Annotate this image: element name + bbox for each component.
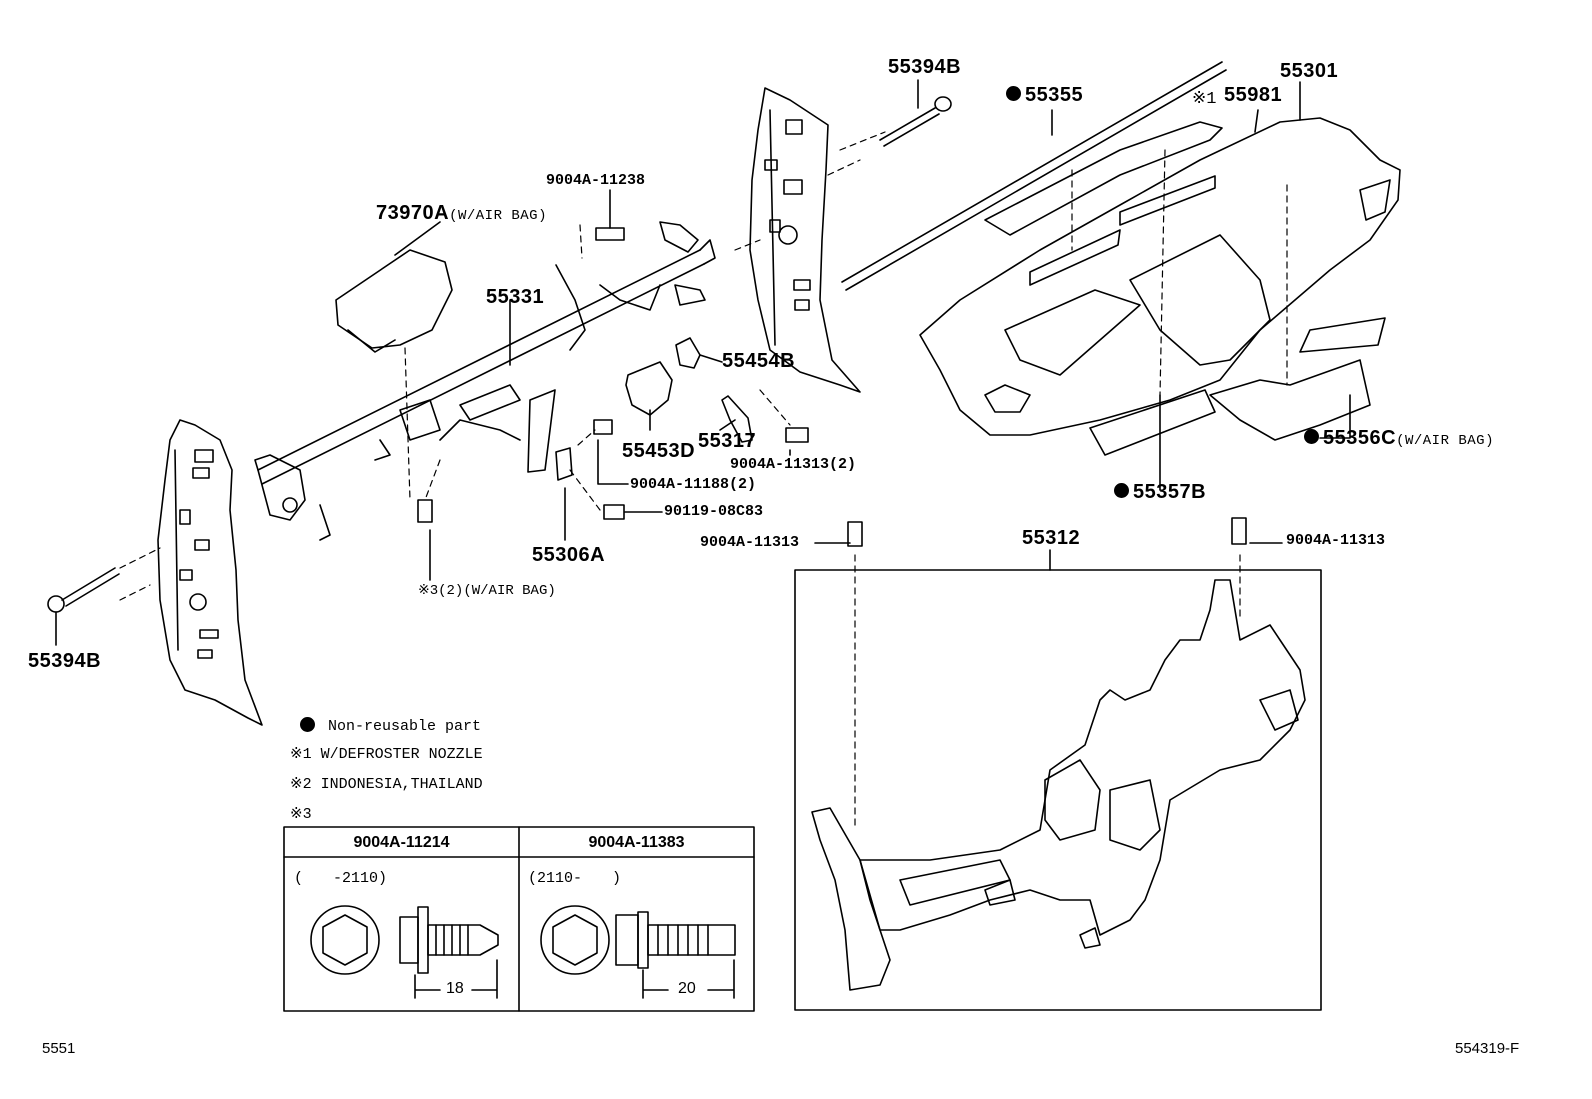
label-55394B-top: 55394B — [888, 56, 961, 79]
label-note3-bolt: ※3(2)(W/AIR BAG) — [418, 582, 556, 599]
lower-panel-55312 — [812, 580, 1305, 990]
legend-note2: ※2 INDONESIA,THAILAND — [290, 774, 483, 793]
footer-right-code: 554319-F — [1455, 1040, 1519, 1057]
label-55394B-left: 55394B — [28, 650, 101, 673]
clip-55454B — [676, 338, 700, 368]
label-55355-text: 55355 — [1025, 84, 1083, 106]
label-55357B-text: 55357B — [1133, 481, 1206, 503]
right-side-bracket — [750, 88, 860, 392]
non-reusable-bullet-icon — [1304, 429, 1319, 444]
bolt-55394B-left — [48, 568, 119, 612]
table-col2-header: 9004A-11383 — [519, 834, 754, 852]
bracket-55306A — [556, 448, 572, 480]
label-55356C: 55356C(W/AIR BAG) — [1304, 427, 1494, 450]
label-55356C-text: 55356C — [1323, 427, 1396, 449]
non-reusable-bullet-icon — [300, 717, 315, 732]
label-55981-note: ※1 — [1192, 88, 1216, 109]
airbag-module — [336, 250, 452, 352]
label-90119-08C83: 90119-08C83 — [664, 503, 763, 520]
label-73970A: 73970A(W/AIR BAG) — [376, 202, 547, 225]
label-55306A: 55306A — [532, 544, 605, 567]
bolt-9004A-11188-2 — [594, 420, 612, 434]
table-col1-range: ( -2110) — [294, 866, 387, 887]
label-55317: 55317 — [698, 430, 756, 453]
bolt-55394B-top — [880, 97, 951, 146]
legend-non-reusable-text: Non-reusable part — [328, 718, 481, 735]
label-55453D: 55453D — [622, 440, 695, 463]
label-73970A-text: 73970A — [376, 202, 449, 224]
duct-55453D — [626, 362, 672, 415]
label-55454B: 55454B — [722, 350, 795, 373]
footer-left-code: 5551 — [42, 1040, 75, 1057]
legend-note1: ※1 W/DEFROSTER NOZZLE — [290, 744, 483, 763]
table-col2-range: (2110- ) — [528, 866, 621, 887]
table-col2-dim: 20 — [678, 980, 696, 998]
label-9004A-11238: 9004A-11238 — [546, 172, 645, 189]
bolt-90119-08C83 — [604, 505, 624, 519]
label-9004A-11313-right: 9004A-11313 — [1286, 532, 1385, 549]
label-9004A-11313-2: 9004A-11313(2) — [730, 456, 856, 473]
lower-panel-box — [795, 570, 1321, 1010]
table-col1-dim: 18 — [446, 980, 464, 998]
label-73970A-sub: (W/AIR BAG) — [449, 208, 547, 224]
label-55312: 55312 — [1022, 527, 1080, 550]
bolt-9004A-11313-2 — [786, 428, 808, 442]
bolt-9004A-11313-right — [1232, 518, 1246, 544]
label-55981: 55981 — [1224, 84, 1282, 107]
label-9004A-11313-left: 9004A-11313 — [700, 534, 799, 551]
left-side-bracket — [158, 420, 262, 725]
label-55331: 55331 — [486, 286, 544, 309]
non-reusable-bullet-icon — [1114, 483, 1129, 498]
label-9004A-11188-2: 9004A-11188(2) — [630, 476, 756, 493]
label-55301: 55301 — [1280, 60, 1338, 83]
non-reusable-bullet-icon — [1006, 86, 1021, 101]
legend-note3: ※3 — [290, 804, 312, 823]
legend-non-reusable: Non-reusable part — [300, 718, 481, 735]
table-col1-header: 9004A-11214 — [284, 834, 519, 852]
label-55355: 55355 — [1006, 84, 1083, 107]
bolt-note3 — [418, 500, 432, 522]
bolt-9004A-11238 — [596, 228, 624, 240]
label-55356C-sub: (W/AIR BAG) — [1396, 433, 1494, 449]
label-55357B: 55357B — [1114, 481, 1206, 504]
